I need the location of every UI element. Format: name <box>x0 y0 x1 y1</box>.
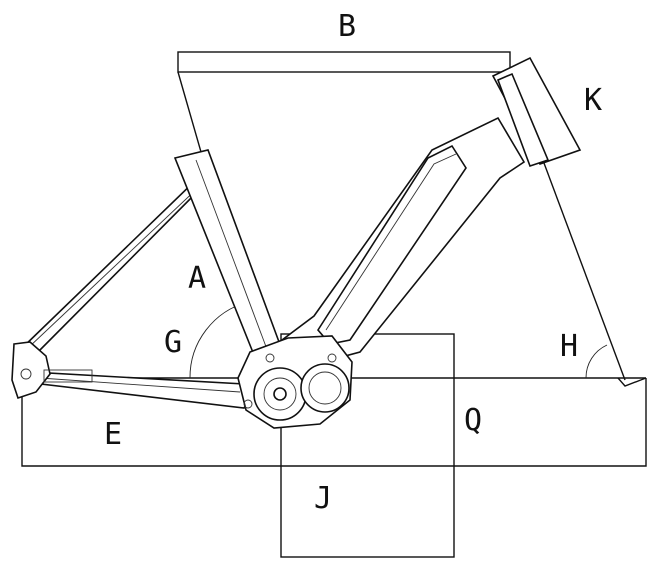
bolt-2 <box>265 353 275 363</box>
rear-dropout <box>11 341 51 400</box>
dropout-detail <box>43 369 93 383</box>
chain-stay-inner <box>39 377 241 393</box>
label-g: G <box>164 325 182 360</box>
angle-h-arc <box>585 344 608 379</box>
label-b: B <box>338 9 356 44</box>
motor-cover <box>300 363 350 413</box>
label-q: Q <box>464 403 482 438</box>
label-a: A <box>188 261 206 296</box>
bike-frame <box>11 56 582 429</box>
label-h: H <box>560 329 578 364</box>
label-e: E <box>104 417 122 452</box>
head-tube-front <box>496 72 550 168</box>
bolt-1 <box>243 399 253 409</box>
bolt-3 <box>327 353 337 363</box>
dropout-axle <box>20 368 32 380</box>
bottom-bracket <box>273 387 287 401</box>
battery-inner <box>325 153 457 331</box>
seat-tube <box>173 149 284 362</box>
motor-ring-inner <box>263 377 297 411</box>
seat-stay-inner <box>27 183 203 349</box>
labels: B K A G H E Q J <box>104 9 602 516</box>
label-j: J <box>314 481 332 516</box>
fork-tip <box>617 377 647 387</box>
label-k: K <box>584 83 602 118</box>
dimension-b-box <box>177 51 511 73</box>
dimension-eq-box <box>21 378 647 467</box>
seat-tube-inner <box>195 159 269 353</box>
motor-cover-inner <box>308 371 342 405</box>
